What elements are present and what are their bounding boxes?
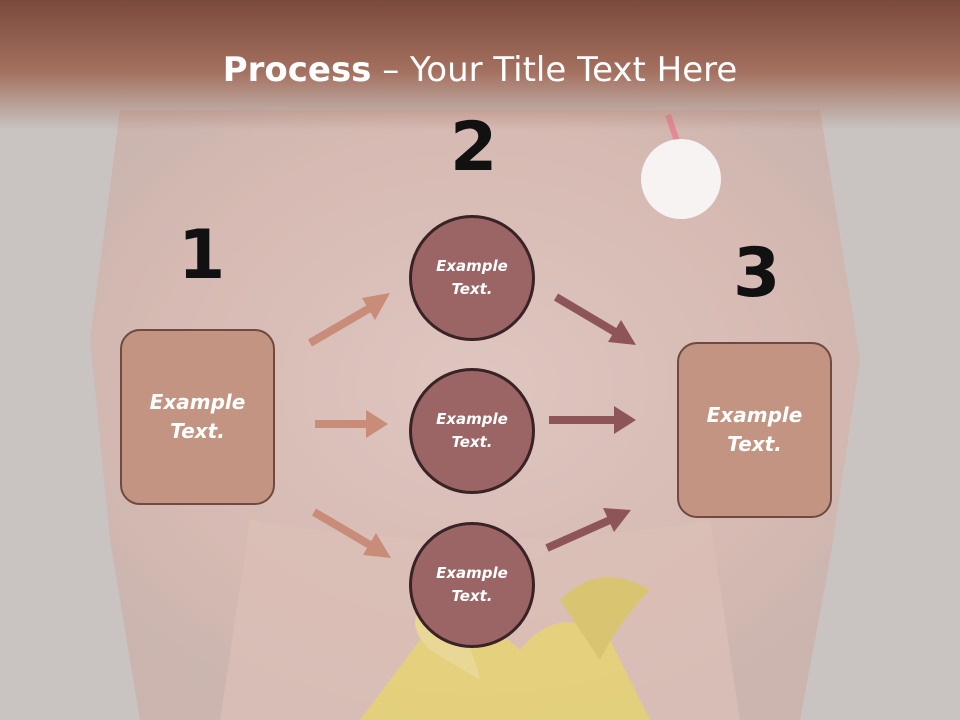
circle-top-text: Example Text. [436, 257, 508, 298]
page-title: Process – Your Title Text Here [0, 50, 960, 90]
left-box-text: Example Text. [149, 390, 246, 443]
step-number-1: 1 [178, 216, 226, 295]
title-banner [0, 0, 960, 130]
title-bold: Process [222, 50, 372, 90]
circle-top: Example Text. [409, 215, 535, 341]
circle-bottom: Example Text. [409, 522, 535, 648]
title-rest: – Your Title Text Here [371, 50, 738, 90]
step-number-2: 2 [450, 108, 498, 187]
right-box: Example Text. [677, 342, 832, 518]
circle-middle-text: Example Text. [436, 410, 508, 451]
circle-middle: Example Text. [409, 368, 535, 494]
step-number-3: 3 [733, 234, 781, 313]
left-box: Example Text. [120, 329, 275, 505]
circle-bottom-text: Example Text. [436, 564, 508, 605]
right-box-text: Example Text. [706, 403, 803, 456]
